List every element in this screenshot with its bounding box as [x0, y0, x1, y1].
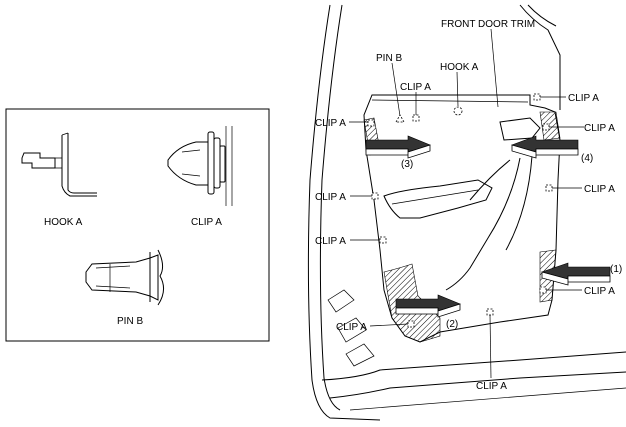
hook-a-illustration [21, 132, 97, 197]
legend-hook-a-label: HOOK A [44, 217, 83, 228]
door-sill [321, 351, 626, 381]
clip-a-marker [379, 236, 387, 244]
armrest [383, 179, 493, 219]
fastener-markers [367, 93, 553, 328]
arrow-3-label: (3) [401, 159, 413, 170]
clip-a-label: CLIP A [336, 322, 367, 333]
clip-a-label: CLIP A [315, 118, 346, 129]
door-outer-frame [307, 4, 381, 421]
clip-a-label: CLIP A [568, 93, 599, 104]
front-door-trim-label: FRONT DOOR TRIM [441, 19, 535, 30]
clip-a-marker [539, 286, 547, 294]
removal-arrows [365, 135, 611, 318]
clip-a-marker [542, 123, 550, 131]
removal-arrow-1 [540, 262, 611, 286]
clip-a-label: CLIP A [400, 82, 431, 93]
clip-a-marker [533, 93, 541, 101]
pin-b-marker [395, 114, 405, 123]
arrow-1-label: (1) [610, 264, 622, 275]
pin-b-label: PIN B [376, 53, 402, 64]
clip-a-label: CLIP A [315, 192, 346, 203]
clip-a-marker [412, 114, 420, 122]
legend-border [5, 108, 270, 342]
clip-a-illustration [167, 126, 233, 206]
leader-lines [349, 28, 584, 379]
removal-arrow-3 [365, 135, 431, 159]
hatched-trim-edge-right [539, 111, 561, 141]
hook-a-label: HOOK A [440, 62, 479, 73]
arrow-4-label: (4) [581, 153, 593, 164]
clip-a-marker [545, 184, 553, 192]
removal-arrow-2 [395, 294, 461, 318]
clip-a-label: CLIP A [584, 123, 615, 134]
pin-b-illustration [85, 249, 164, 306]
clip-a-label: CLIP A [584, 184, 615, 195]
clip-a-marker [407, 320, 415, 328]
removal-arrow-4 [511, 135, 579, 159]
legend-pin-b-label: PIN B [117, 316, 143, 327]
clip-a-label: CLIP A [315, 236, 346, 247]
clip-a-label: CLIP A [476, 381, 507, 392]
inner-handle-recess [499, 117, 541, 141]
legend-panel: HOOK A CLIP A PIN B [5, 108, 270, 342]
clip-a-marker [486, 308, 494, 316]
arrow-2-label: (2) [446, 319, 458, 330]
clip-a-marker [371, 192, 379, 200]
clip-a-marker [367, 119, 375, 127]
clip-a-label: CLIP A [584, 286, 615, 297]
hook-a-marker [453, 106, 463, 116]
callout-labels: FRONT DOOR TRIM PIN B HOOK A CLIP A CLIP… [315, 19, 622, 392]
legend-clip-a-label: CLIP A [191, 217, 222, 228]
